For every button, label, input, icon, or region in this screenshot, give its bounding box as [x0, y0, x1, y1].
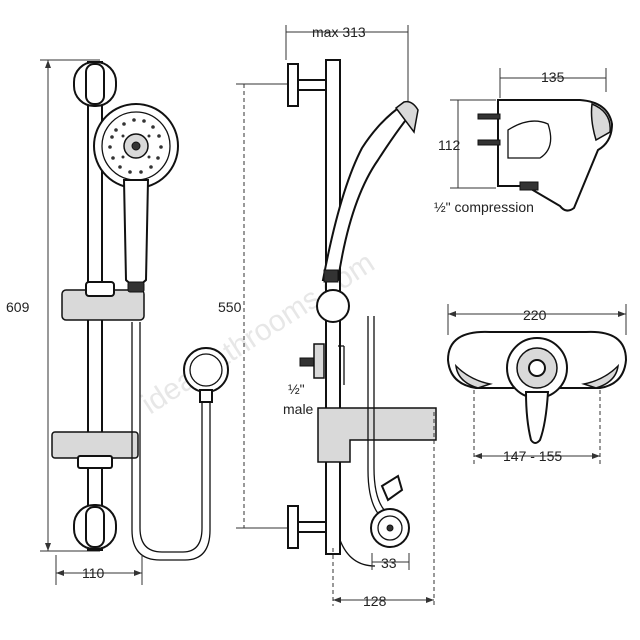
inlet-centres-dimension: 147 - 155 [473, 390, 601, 464]
overall-height-label: 609 [6, 299, 30, 315]
valve-side-width-label: 135 [541, 69, 565, 85]
compression-label: ½" compression [434, 199, 534, 215]
rail-centres-label: 550 [218, 299, 242, 315]
max-projection-label: max 313 [312, 24, 366, 40]
max-projection-dimension: max 313 [285, 24, 409, 110]
front-view: 609 [6, 59, 229, 585]
hose-front [131, 322, 229, 561]
valve-projection-label: 128 [363, 593, 387, 609]
rail-centres-dimension: 550 [218, 83, 296, 529]
male-word-label: male [283, 401, 314, 417]
valve-side-lower [339, 316, 410, 567]
valve-height-dimension: 112 [438, 99, 496, 189]
outlet-offset-label: 33 [381, 555, 397, 571]
handshower-side [321, 100, 419, 283]
male-fraction-label: ½" [288, 381, 305, 397]
valve-projection-dimension: 128 [332, 412, 435, 609]
outlet-offset-dimension: 33 [371, 553, 410, 571]
overall-height-dimension: 609 [6, 59, 100, 552]
valve-front-view: 220 147 - 155 [446, 304, 628, 464]
watermark-text: idealbathrooms.com [136, 246, 381, 421]
valve-inlet-side: ½" male [283, 343, 345, 417]
rail-width-label: 110 [82, 565, 105, 581]
valve-front-width-label: 220 [523, 307, 547, 323]
side-view: max 313 550 ½" m [218, 24, 437, 609]
handshower-front [93, 103, 179, 293]
valve-side-height-label: 112 [438, 137, 461, 153]
riser-rail-front [51, 61, 145, 551]
valve-front-width-dimension: 220 [447, 304, 627, 335]
rail-width-dimension: 110 [55, 555, 143, 585]
inlet-centres-label: 147 - 155 [503, 448, 562, 464]
valve-side-view: 135 112 ½" compression [434, 68, 614, 215]
valve-width-dimension: 135 [499, 68, 607, 98]
